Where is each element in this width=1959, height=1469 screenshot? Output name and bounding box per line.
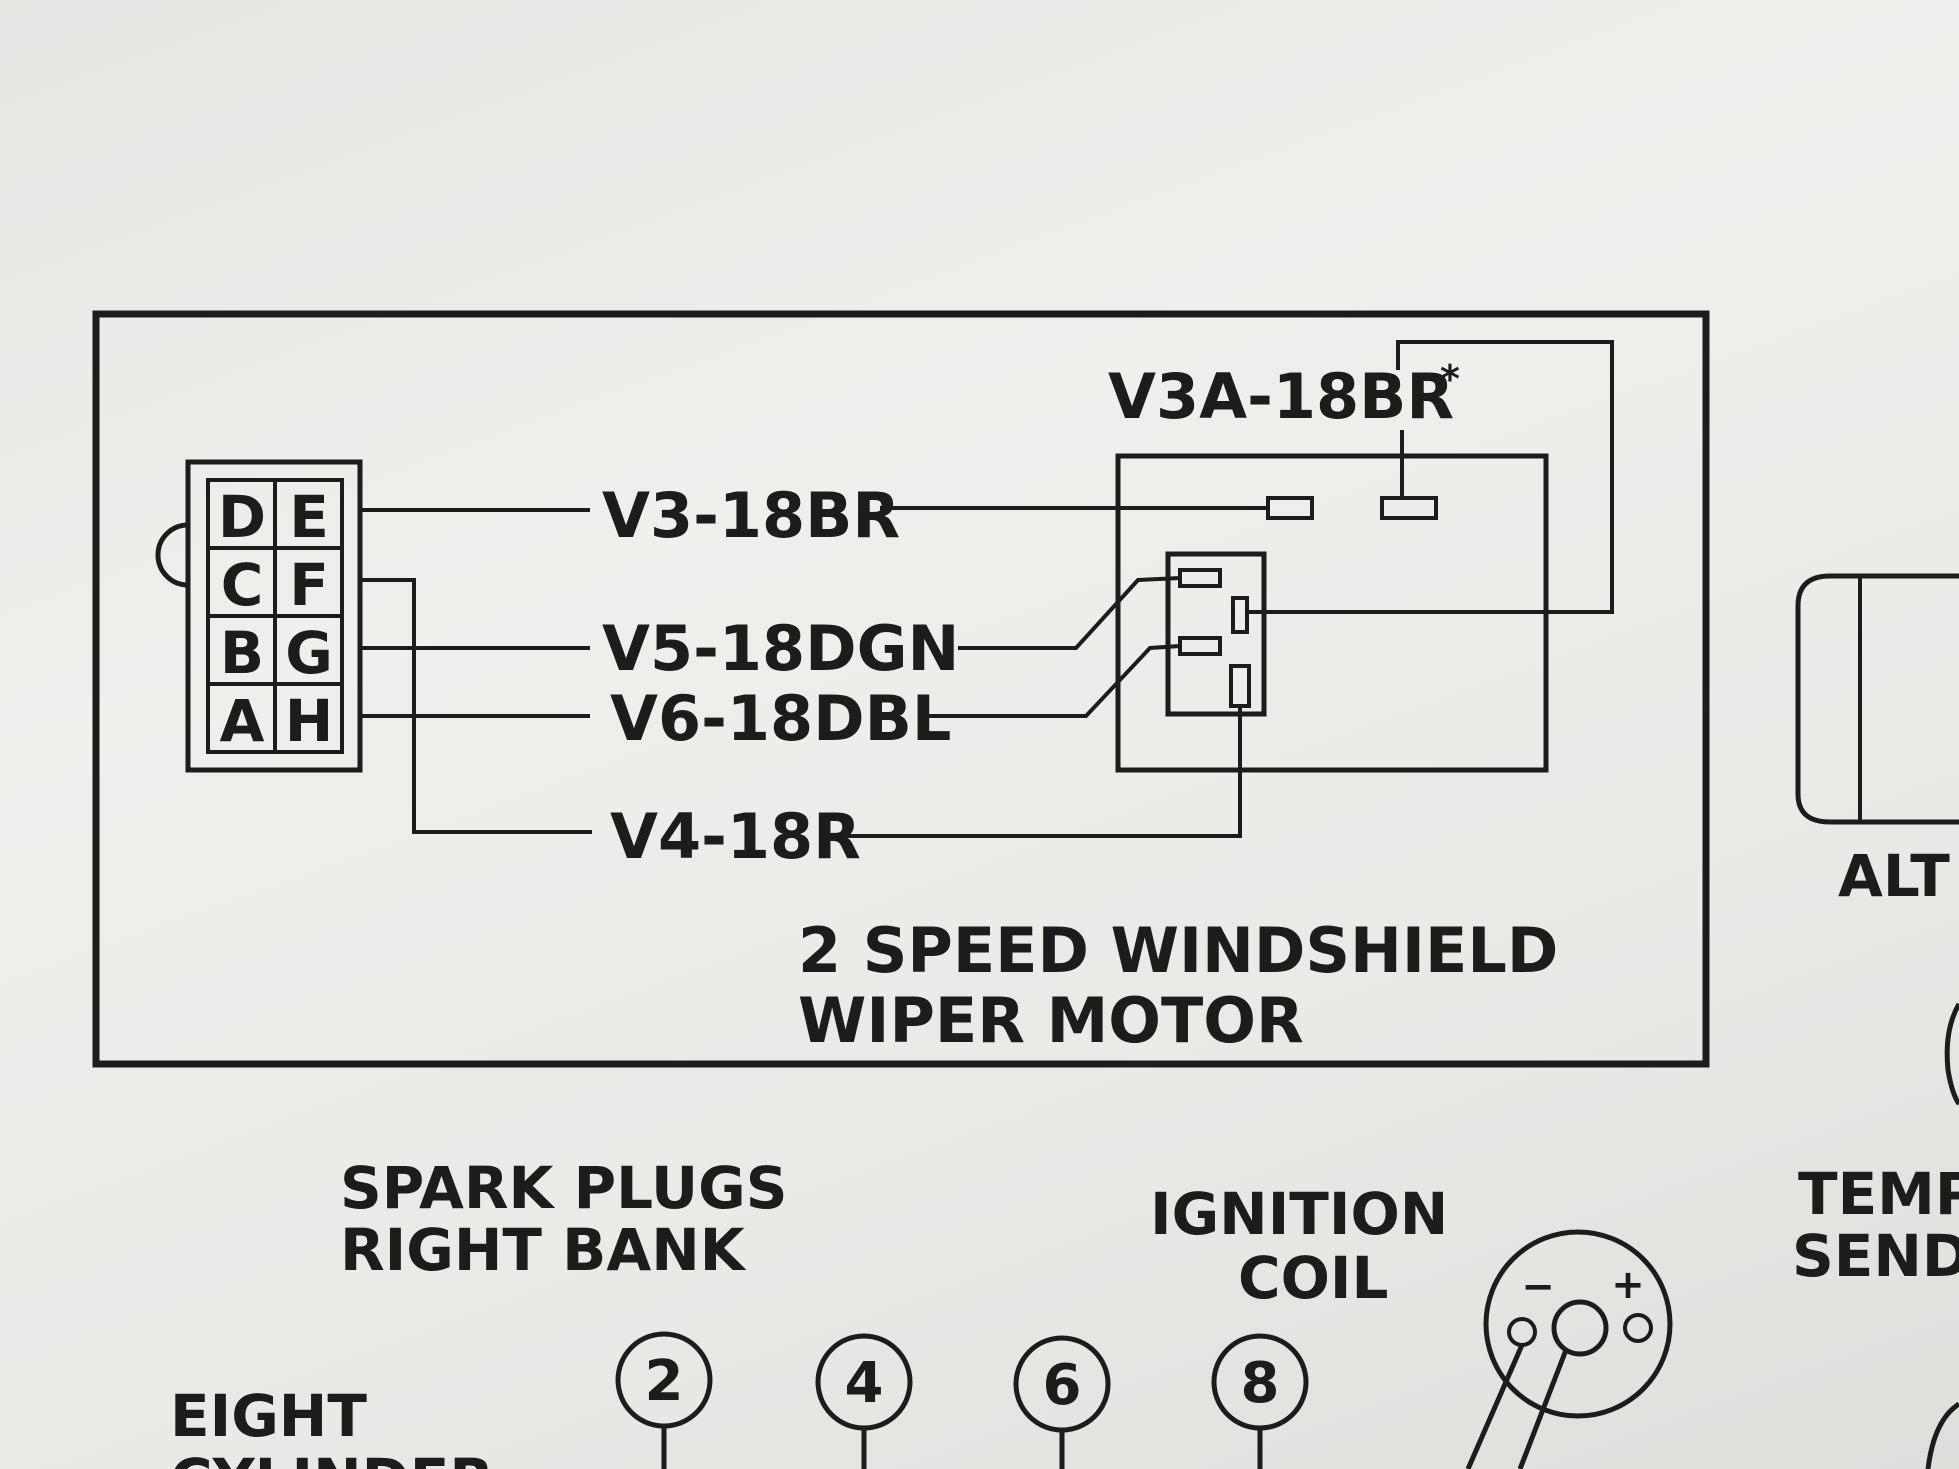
wire-v3a-loop [1247,340,1614,614]
wire-label-v3a-mark: * [1440,357,1460,401]
pin-d: D [218,483,266,551]
pin-a: A [220,687,265,755]
spark-plug-8: 8 [1211,1333,1309,1469]
engine-label-line1: EIGHT [170,1382,367,1450]
motor-terminal-v3 [1266,496,1314,520]
engine-label-line2: CYLINDER [170,1446,494,1469]
ignition-coil: − + [1465,1229,1673,1469]
pin-h: H [285,687,334,755]
alternator-body [1795,573,1959,825]
temp-sender-label-line1: TEMP [1798,1160,1959,1228]
motor-title-line2: WIPER MOTOR [798,984,1304,1057]
alternator-label: ALT [1838,842,1950,910]
spark-plug-number: 6 [1043,1353,1082,1418]
wire-label-v4: V4-18R [610,800,861,873]
temp-sender-edge-lower [1925,1401,1959,1469]
pin-g: G [285,619,333,687]
ignition-coil-center-terminal [1551,1299,1609,1357]
wire-label-v5: V5-18DGN [602,612,959,685]
connector: D C B A E F G H [155,459,363,773]
pin-c: C [221,551,264,619]
wiper-motor-panel [92,310,1710,1068]
spark-plug-6: 6 [1013,1335,1111,1469]
spark-plugs-label-line2: RIGHT BANK [340,1216,747,1284]
temp-sender-label-line2: SEND [1792,1222,1959,1290]
ignition-coil-label-line2: COIL [1238,1244,1388,1312]
motor-terminal-low [1178,568,1222,588]
spark-plug-number: 2 [645,1349,684,1414]
ignition-coil-lead [1517,1349,1569,1469]
ignition-coil-positive-terminal [1623,1313,1653,1343]
wire-v6 [928,644,1181,718]
spark-plug-4: 4 [815,1333,913,1469]
motor-terminal-v3a [1380,496,1438,520]
pin-e: E [289,483,329,551]
spark-plugs-label-line1: SPARK PLUGS [340,1154,788,1222]
ignition-coil-lead [1465,1344,1525,1469]
connector-latch [155,522,189,588]
spark-plug-2: 2 [615,1331,713,1469]
wire-label-v3a: V3A-18BR [1108,360,1454,433]
motor-terminal-park [1231,596,1249,634]
pin-b: B [220,619,264,687]
wire-label-v3: V3-18BR [602,479,900,552]
ignition-coil-label-line1: IGNITION [1150,1180,1448,1248]
spark-plug-number: 8 [1241,1351,1280,1416]
wire-v4 [360,578,592,834]
pin-f: F [289,551,329,619]
spark-plug-number: 4 [845,1351,884,1416]
motor-terminal-block [1165,551,1267,717]
ignition-coil-minus: − [1521,1264,1555,1310]
motor-terminal-high [1178,636,1222,656]
ignition-coil-body [1483,1229,1673,1419]
motor-terminal-v4 [1229,664,1251,708]
wire-v5 [958,576,1181,650]
temp-sender-edge [1944,1002,1959,1106]
ignition-coil-plus: + [1611,1262,1645,1308]
motor-title-line1: 2 SPEED WINDSHIELD [798,914,1558,987]
ignition-coil-negative-terminal [1507,1317,1537,1347]
connector-outer [185,459,363,773]
wire-v4 [842,706,1242,838]
wire-label-v6: V6-18DBL [610,682,951,755]
